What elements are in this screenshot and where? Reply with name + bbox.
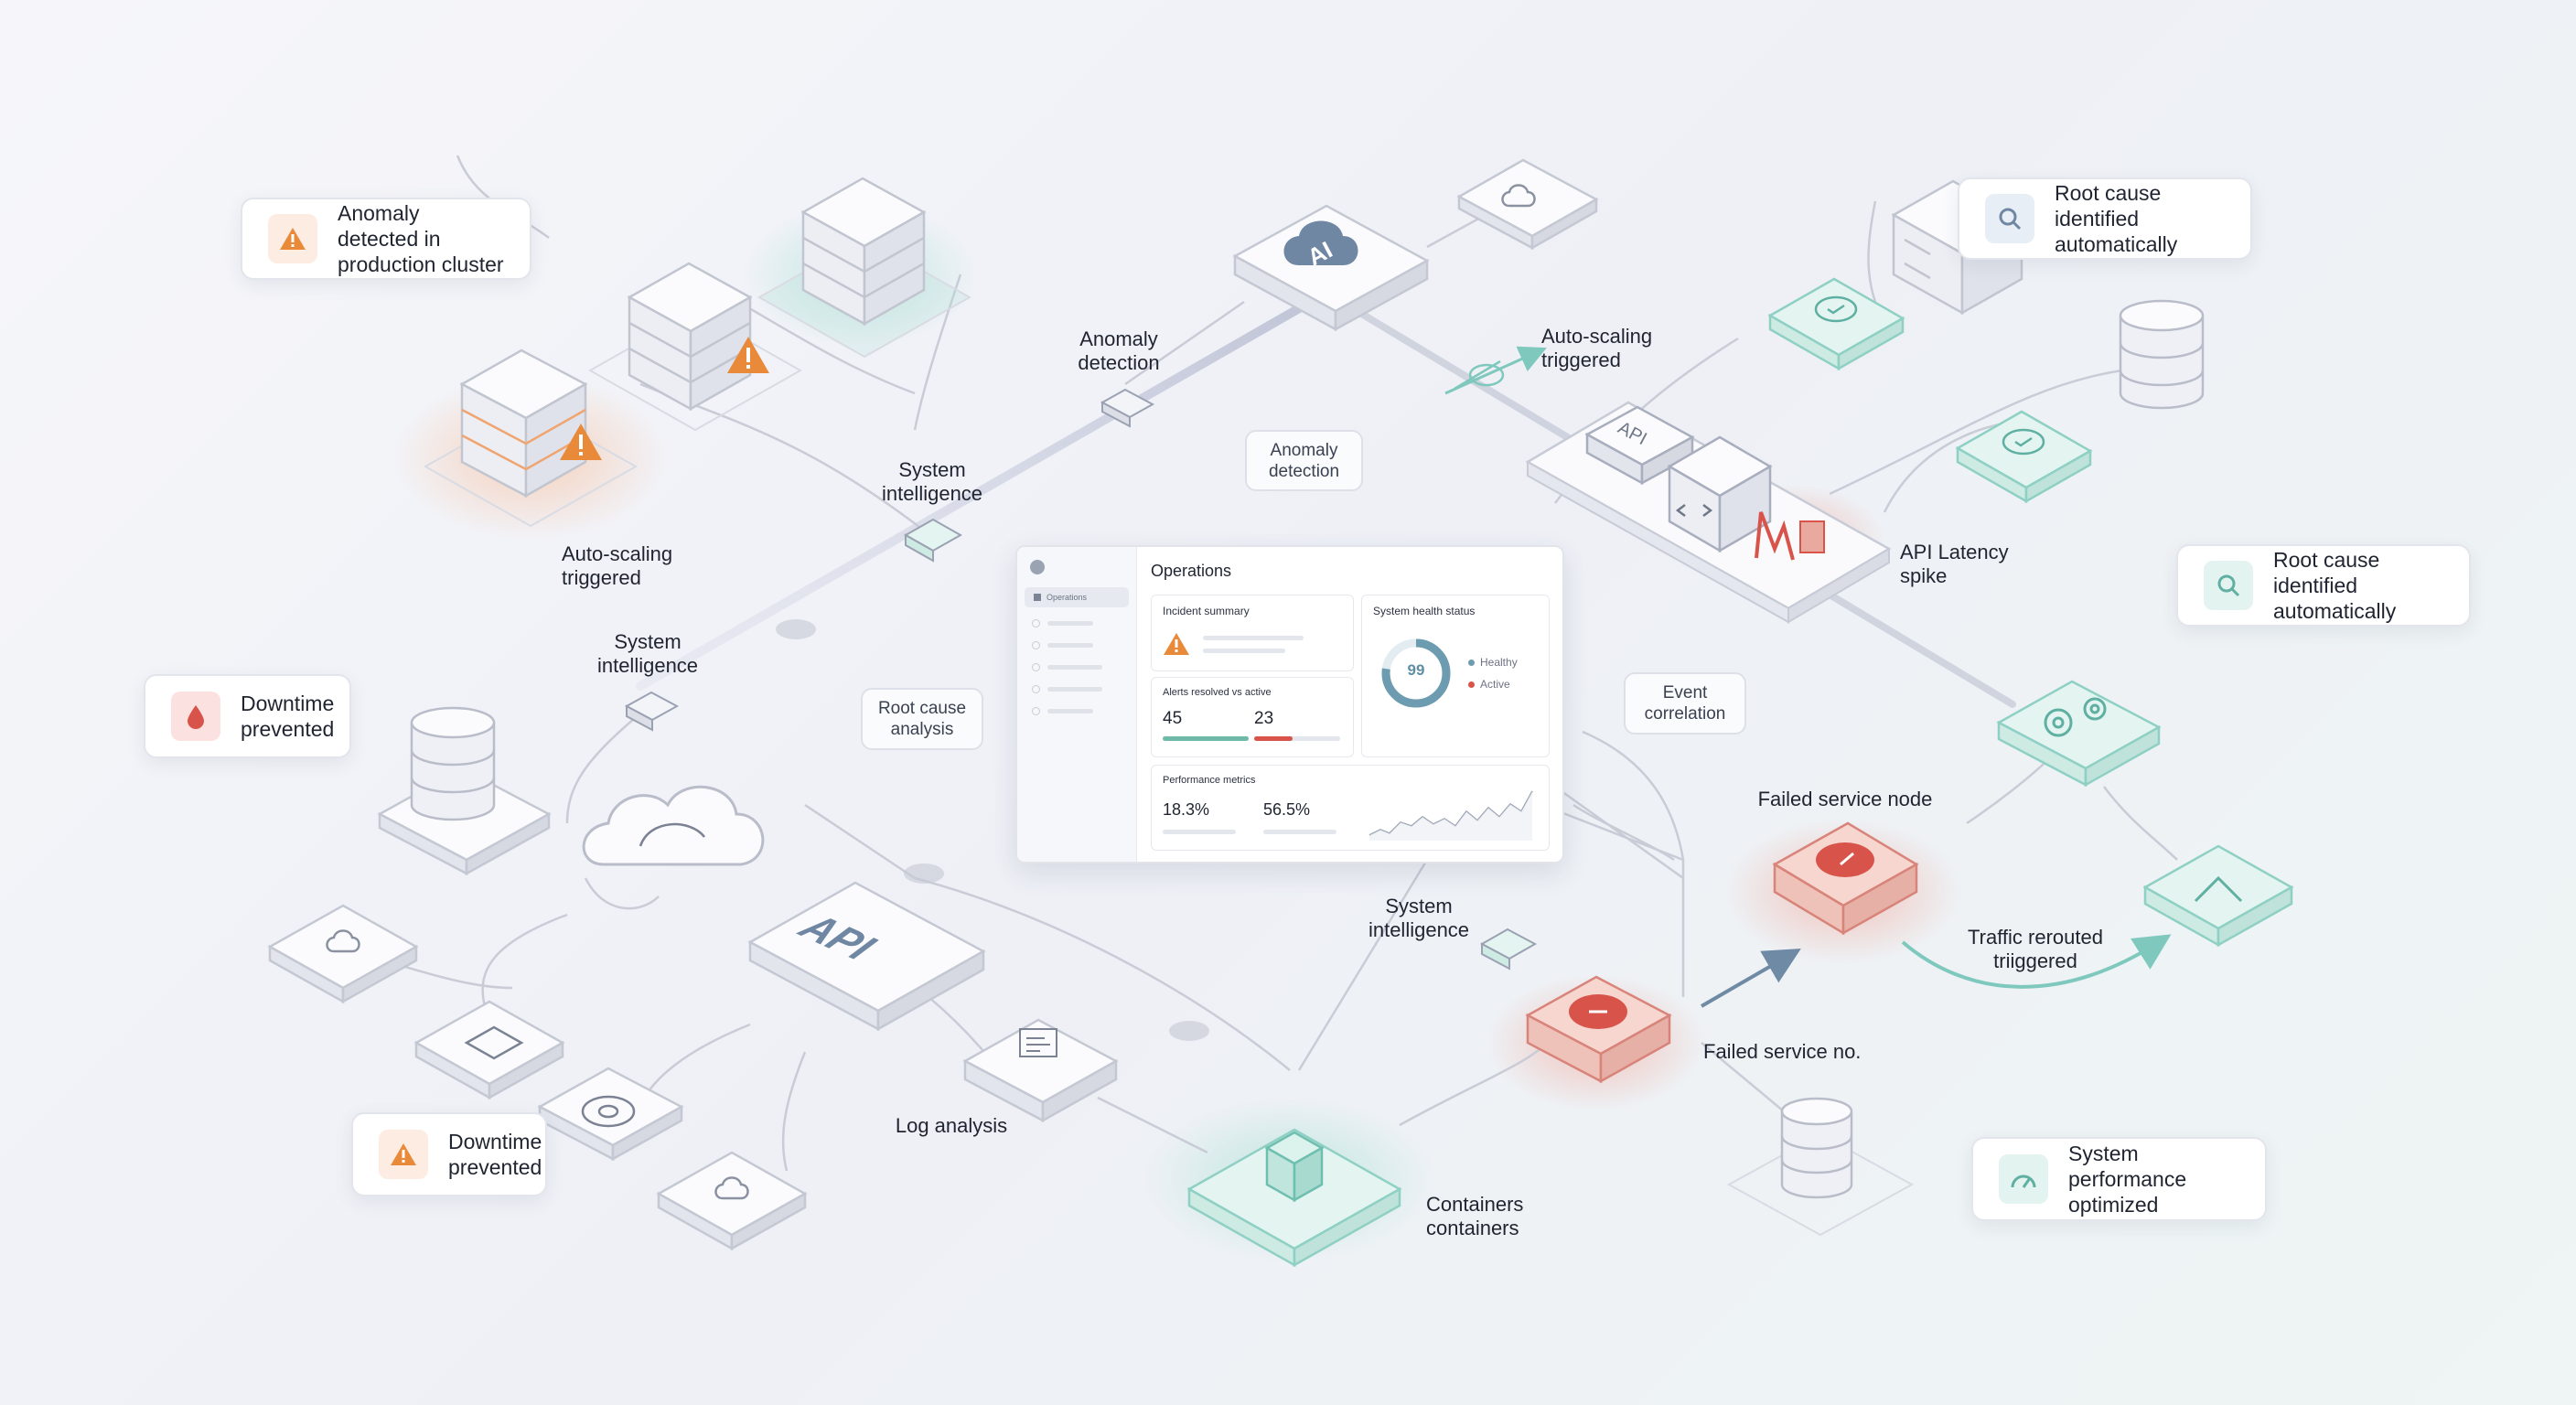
failover-arrow [1701,956,1788,1006]
callout-downtime-prevented-2: Downtime prevented [351,1112,547,1196]
label-containers: Containers containers [1426,1193,1523,1240]
legend-label: Healthy [1480,656,1518,669]
callout-perf-optimized: System performance optimized [1971,1137,2267,1221]
gauge-icon [1999,1154,2048,1204]
callout-root-cause: Root cause identified automatically [1958,177,2252,260]
legend-label: Active [1480,678,1510,691]
label-log-analysis: Log analysis [896,1114,1007,1138]
card-title: System health status [1373,605,1475,617]
nav-item[interactable] [1032,638,1105,651]
label-failed-service-no: Failed service no. [1703,1040,1861,1064]
active-bar-track [1254,736,1340,741]
callout-downtime-prevented: Downtime prevented [144,674,351,758]
alerts-active-value: 23 [1254,709,1273,729]
warning-icon [268,214,317,263]
alerts-resolved-value: 45 [1163,709,1182,729]
search-icon [2204,561,2253,610]
label-failed-service-node: Failed service node [1758,788,1933,811]
label-system-intelligence-top: System intelligence [882,458,982,506]
label-auto-scaling-left: Auto-scaling triggered [562,542,672,590]
resolved-bar [1163,736,1249,741]
perf-value-b: 56.5% [1263,800,1310,820]
nav-item[interactable] [1032,682,1105,695]
nav-item[interactable] [1032,660,1105,673]
health-score: 99 [1379,661,1454,680]
nav-item-label: Operations [1046,593,1087,602]
callout-text: Downtime prevented [448,1129,542,1180]
perf-value-a: 18.3% [1163,800,1209,820]
placeholder-line [1163,830,1236,834]
callout-text: Downtime prevented [241,691,334,742]
search-icon [1985,194,2034,243]
pill-event-correlation: Event correlation [1624,672,1746,735]
drop-icon [171,692,220,741]
card-title: Incident summary [1163,605,1250,617]
label-system-intelligence-left: System intelligence [597,630,698,678]
dashboard-sidebar: Operations [1017,547,1137,862]
callout-text: Root cause identified automatically [2273,547,2443,624]
callout-anomaly-cluster: Anomaly detected in production cluster [241,198,531,280]
pill-anomaly-detection: Anomaly detection [1245,430,1363,491]
nav-item[interactable] [1032,617,1105,629]
callout-root-cause-2: Root cause identified automatically [2176,544,2471,627]
warning-icon [379,1130,428,1179]
legend-healthy: Healthy [1468,656,1518,669]
placeholder-line [1203,649,1285,653]
label-anomaly-detection: Anomaly detection [1078,327,1159,375]
label-system-intelligence-bottom: System intelligence [1368,895,1469,942]
placeholder-line [1263,830,1336,834]
container-icon [1267,1132,1322,1200]
label-api-latency: API Latency spike [1900,541,2009,588]
performance-card[interactable]: Performance metrics 18.3% 56.5% [1151,765,1550,851]
label-auto-scaling-right: Auto-scaling triggered [1541,325,1652,372]
alerts-card[interactable]: Alerts resolved vs active 45 23 [1151,677,1354,757]
sparkline [1368,784,1538,842]
active-bar-fill [1254,736,1293,741]
callout-text: Root cause identified automatically [2055,180,2225,257]
callout-text: System performance optimized [2068,1141,2239,1217]
nav-item[interactable] [1032,704,1105,717]
card-title: Performance metrics [1163,775,1255,786]
alert-icon-2 [1569,994,1627,1029]
health-status-card[interactable]: System health status 99 Healthy Active [1361,595,1550,757]
legend-active: Active [1468,678,1510,691]
app-logo [1030,560,1045,574]
operations-dashboard[interactable]: Operations Operations Incident summary S… [1015,545,1564,863]
pill-root-cause-analysis: Root cause analysis [861,688,983,750]
label-traffic-rerouted: Traffic rerouted triiggered [1968,926,2103,973]
cloud-sync-icon [584,787,763,864]
placeholder-line [1203,636,1304,640]
dashboard-title: Operations [1151,562,1231,581]
card-title: Alerts resolved vs active [1163,687,1272,698]
incident-summary-card[interactable]: Incident summary [1151,595,1354,671]
alert-icon [1816,842,1874,877]
nav-item-operations[interactable]: Operations [1025,587,1129,607]
callout-text: Anomaly detected in production cluster [338,200,504,277]
grid-icon [1034,594,1041,601]
warning-icon [1163,632,1190,656]
